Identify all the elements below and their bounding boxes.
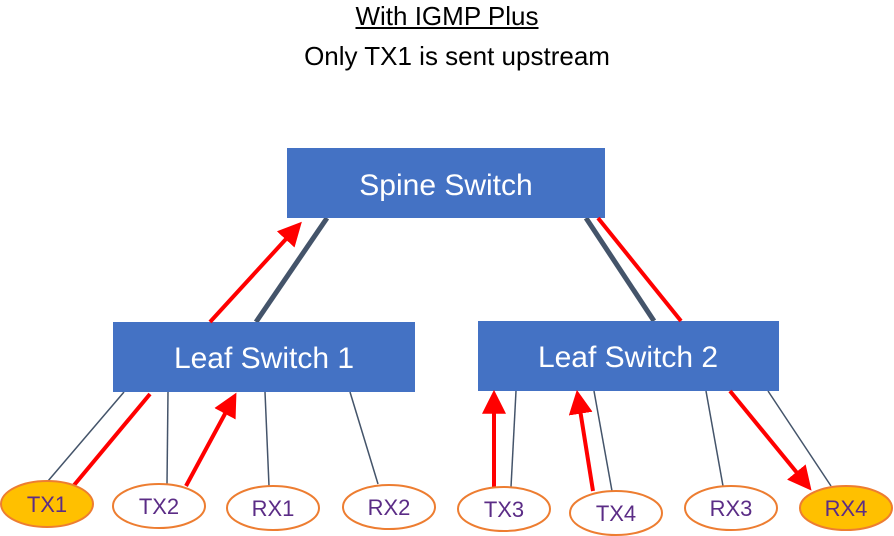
- node-tx3: [457, 486, 551, 532]
- node-rx2: [342, 484, 436, 530]
- link-leaf2-rx3: [705, 390, 724, 487]
- link-leaf1-spine: [253, 216, 330, 324]
- node-tx4: [569, 490, 663, 536]
- node-rx3-label: RX3: [710, 496, 753, 521]
- node-tx4-label: TX4: [596, 501, 636, 526]
- node-tx3-label: TX3: [484, 497, 524, 522]
- arrow-leaf2-to-rx4: [728, 389, 812, 491]
- arrow-tx4-to-leaf2: [568, 389, 595, 492]
- node-rx1-label: RX1: [252, 496, 295, 521]
- diagram-subtitle: Only TX1 is sent upstream: [304, 41, 610, 71]
- arrow-spine-to-leaf2: [596, 216, 683, 323]
- arrow-leaf1-to-spine: [208, 221, 302, 324]
- link-leaf2-tx4: [593, 390, 613, 492]
- link-leaf1-rx2: [349, 391, 379, 485]
- link-leaf2-spine: [583, 216, 657, 323]
- link-leaf1-tx2: [166, 391, 169, 485]
- node-tx2-label: TX2: [139, 494, 179, 519]
- link-leaf2-rx4: [767, 390, 832, 487]
- leaf-switch-1-label: Leaf Switch 1: [174, 342, 354, 375]
- node-tx1: [0, 480, 94, 528]
- node-rx3: [684, 485, 778, 531]
- diagram-title: With IGMP Plus: [355, 1, 539, 31]
- link-leaf1-rx1: [264, 391, 270, 487]
- arrow-tx2-to-leaf1: [184, 392, 237, 487]
- leaf-switch-2-box: [478, 321, 779, 391]
- spine-switch-box: [287, 148, 605, 218]
- leaf-switch-2-label: Leaf Switch 2: [538, 341, 718, 374]
- node-rx1: [226, 485, 320, 531]
- link-leaf1-tx1: [47, 391, 125, 482]
- node-rx2-label: RX2: [368, 495, 411, 520]
- node-tx1-label: TX1: [27, 492, 67, 517]
- node-tx2: [112, 483, 206, 529]
- node-rx4-label: RX4: [825, 496, 868, 521]
- arrow-tx1-to-leaf1: [68, 392, 152, 492]
- leaf-switch-1-box: [113, 322, 415, 392]
- spine-switch-label: Spine Switch: [359, 169, 532, 202]
- link-leaf2-tx3: [510, 390, 517, 488]
- node-rx4: [799, 485, 893, 531]
